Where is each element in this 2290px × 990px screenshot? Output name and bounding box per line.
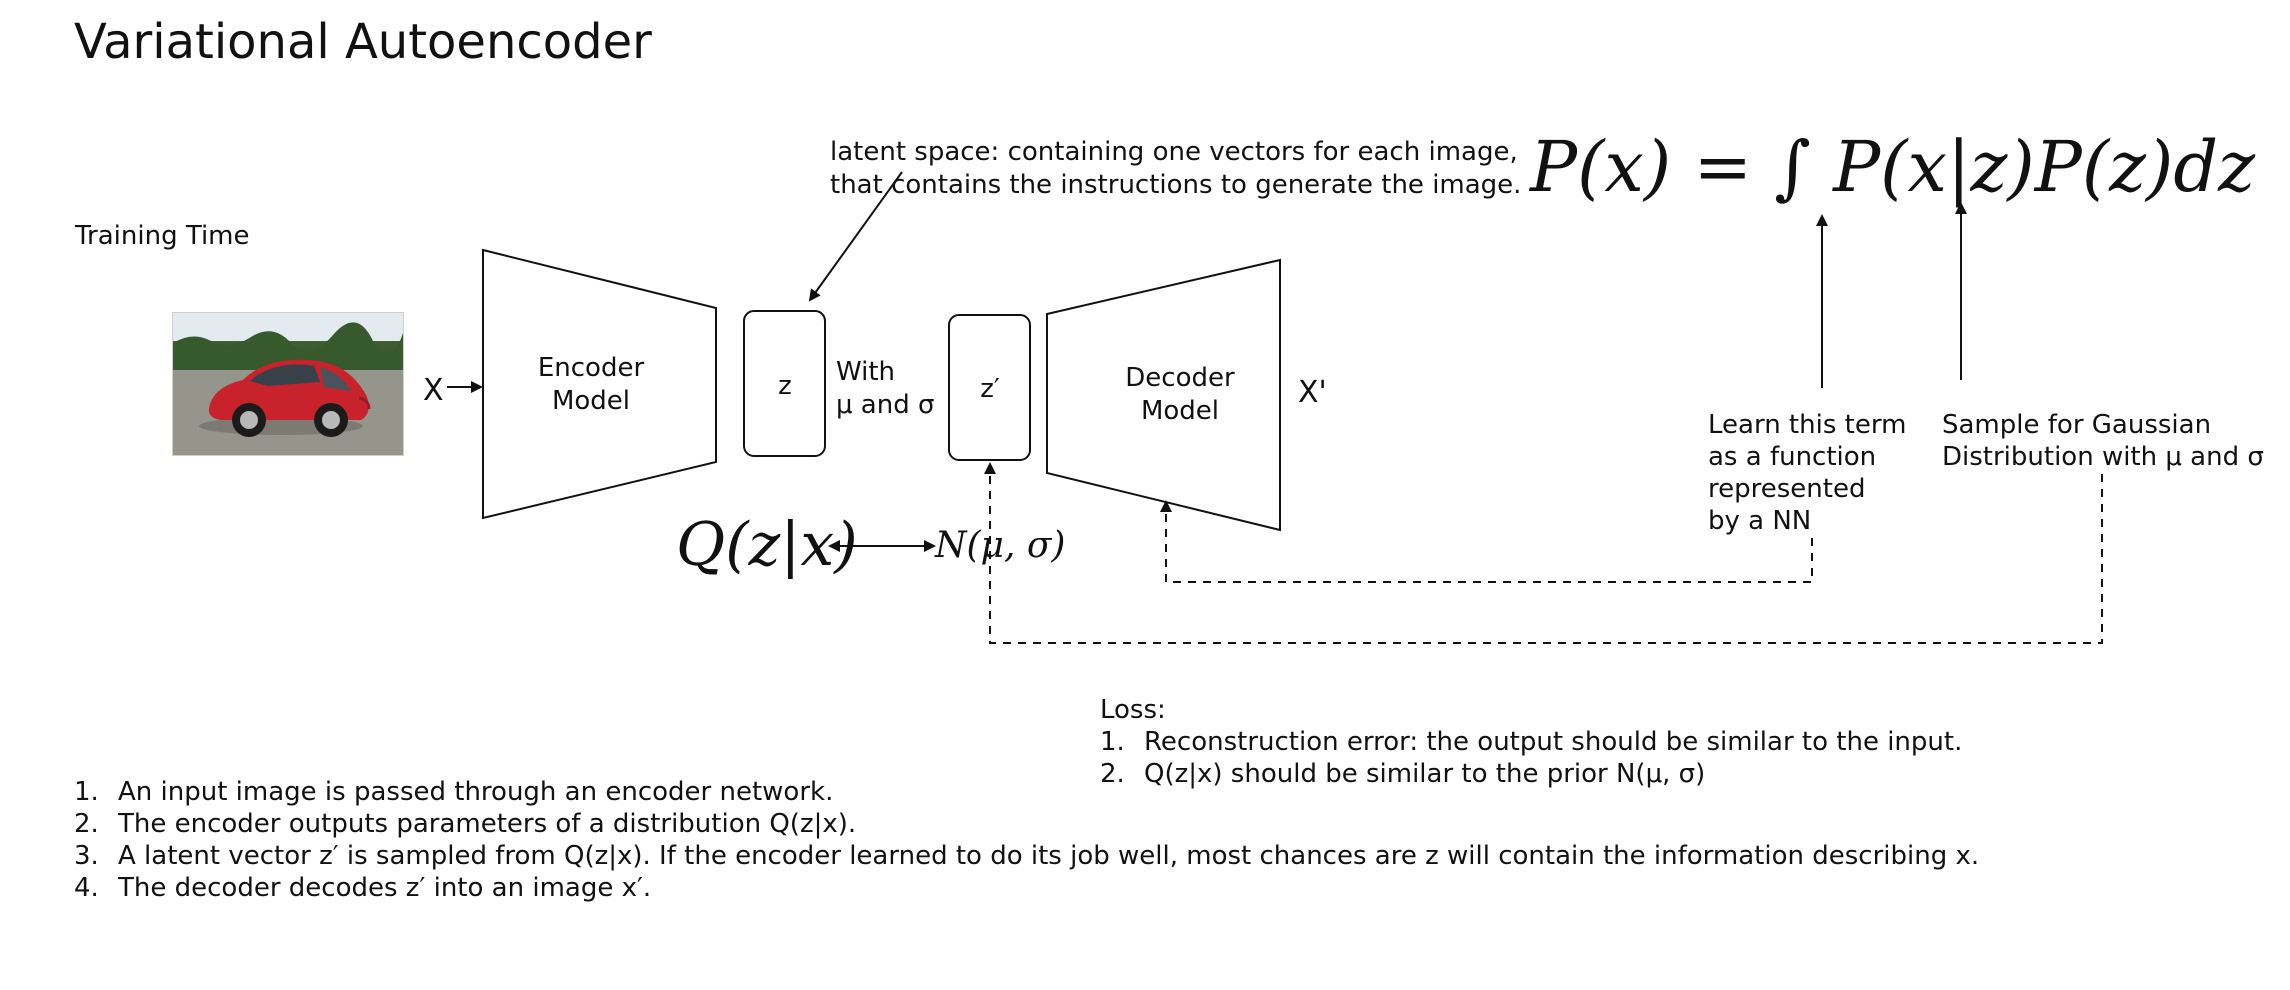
step-3-text: A latent vector z′ is sampled from Q(z|x… [118, 841, 1980, 871]
gaussian-sampling-line [984, 462, 2103, 644]
loss-item-1: 1. Reconstruction error: the output shou… [1100, 726, 1962, 758]
step-1-number: 1. [74, 777, 99, 807]
z-box [743, 310, 826, 457]
loss-item-1-number: 1. [1100, 727, 1125, 757]
input-car-image [172, 312, 404, 456]
loss-section: Loss: 1. Reconstruction error: the outpu… [1100, 694, 1962, 790]
latent-space-arrow [808, 171, 903, 302]
encoder-label: Encoder Model [531, 352, 651, 418]
step-1: 1. An input image is passed through an e… [74, 776, 1979, 808]
step-2-text: The encoder outputs parameters of a dist… [118, 809, 857, 839]
loss-heading: Loss: [1100, 695, 1166, 725]
z-prime-box [948, 314, 1031, 461]
encoder-label-line-1: Encoder [537, 353, 645, 383]
step-2-number: 2. [74, 809, 99, 839]
gaussian-sample-note: Sample for Gaussian Distribution with μ … [1942, 409, 2264, 473]
training-time-label: Training Time [75, 221, 250, 251]
process-steps: 1. An input image is passed through an e… [74, 776, 1979, 904]
latent-space-note-line-2: that contains the instructions to genera… [830, 170, 1522, 200]
step-4-text: The decoder decodes z′ into an image x′. [118, 873, 652, 903]
step-3: 3. A latent vector z′ is sampled from Q(… [74, 840, 1979, 872]
learn-term-note: Learn this term as a function represente… [1708, 409, 1906, 537]
with-mu-sigma-label: With μ and σ [836, 356, 934, 422]
sample-note-line-1: Sample for Gaussian [1942, 410, 2212, 440]
learn-note-line-2: as a function [1708, 442, 1877, 472]
input-x-label: X [423, 373, 444, 408]
marginal-likelihood-formula: P(x) = ∫ P(x|z)P(z)dz [1530, 126, 2256, 208]
decoder-label-line-1: Decoder [1125, 363, 1235, 393]
decoder-label-line-2: Model [1140, 396, 1220, 426]
steps-list: 1. An input image is passed through an e… [74, 776, 1979, 904]
learn-note-line-4: by a NN [1708, 506, 1812, 536]
learn-note-line-3: represented [1708, 474, 1866, 504]
latent-space-note: latent space: containing one vectors for… [830, 136, 1521, 202]
encoder-model-shape [482, 248, 717, 520]
q-z-given-x-label: Q(z|x) [676, 510, 858, 580]
loss-item-2: 2. Q(z|x) should be similar to the prior… [1100, 758, 1962, 790]
z-prime-label: z′ [980, 374, 1000, 404]
step-1-text: An input image is passed through an enco… [118, 777, 834, 807]
z-label: z [778, 371, 792, 401]
normal-distribution-label: N(μ, σ) [935, 525, 1066, 566]
step-4-number: 4. [74, 873, 99, 903]
decoder-model-shape [1046, 258, 1281, 532]
step-2: 2. The encoder outputs parameters of a d… [74, 808, 1979, 840]
car-illustration [173, 313, 403, 455]
decoder-label: Decoder Model [1120, 362, 1240, 428]
page-title: Variational Autoencoder [74, 14, 652, 70]
loss-list: 1. Reconstruction error: the output shou… [1100, 726, 1962, 790]
neural-network-feedback-line [1160, 500, 1813, 583]
step-4: 4. The decoder decodes z′ into an image … [74, 872, 1979, 904]
step-3-number: 3. [74, 841, 99, 871]
sample-note-line-2: Distribution with μ and σ [1942, 442, 2264, 472]
learn-note-line-1: Learn this term [1708, 410, 1907, 440]
loss-item-2-number: 2. [1100, 759, 1125, 789]
output-x-prime-label: X' [1298, 375, 1327, 410]
with-label-line-2: μ and σ [836, 390, 935, 420]
loss-item-1-text: Reconstruction error: the output should … [1144, 727, 1963, 757]
loss-item-2-text: Q(z|x) should be similar to the prior N(… [1144, 759, 1706, 789]
encoder-label-line-2: Model [551, 386, 631, 416]
latent-space-note-line-1: latent space: containing one vectors for… [830, 137, 1518, 167]
with-label-line-1: With [836, 357, 896, 387]
